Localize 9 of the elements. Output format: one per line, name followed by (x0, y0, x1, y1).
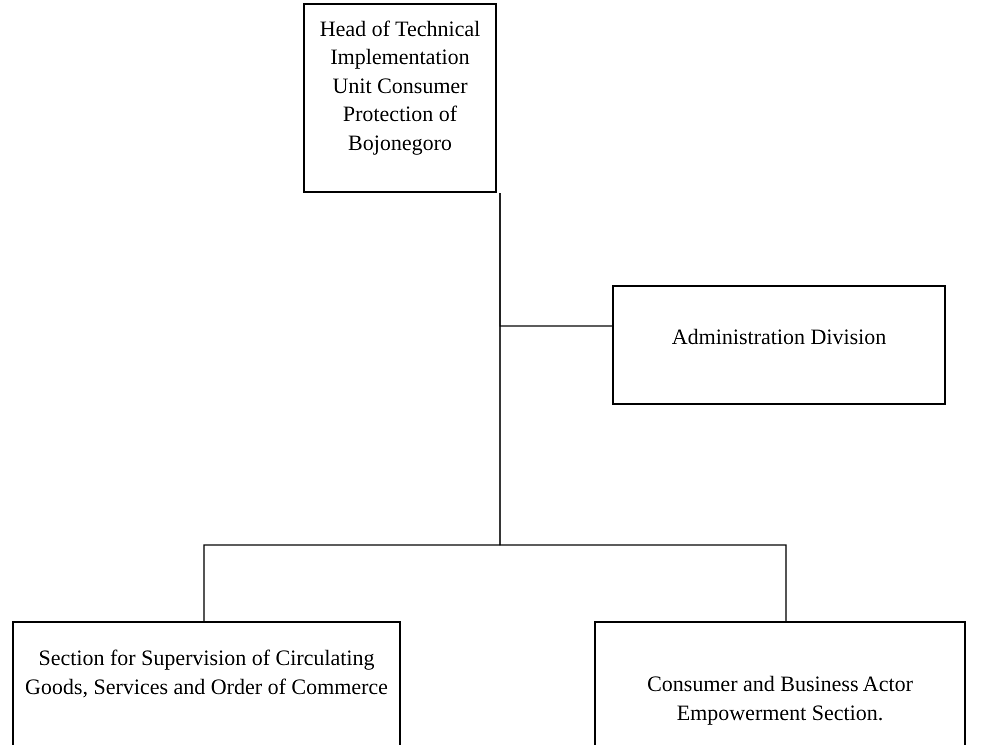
box-title: Head of Technical Implementation Unit Consumer Protection of Bojonegoro (318, 14, 482, 157)
org-box (12, 621, 401, 745)
box-title: Consumer and Business Actor Empowerment Section. (646, 670, 914, 727)
org-box (594, 621, 966, 745)
org-box (303, 3, 497, 193)
org-box (612, 285, 946, 405)
box-title: Section for Supervision of Circulating Goods, Services and Order of Commerce (24, 644, 389, 701)
connector-line (499, 193, 787, 621)
box-title: Administration Division (672, 322, 886, 351)
